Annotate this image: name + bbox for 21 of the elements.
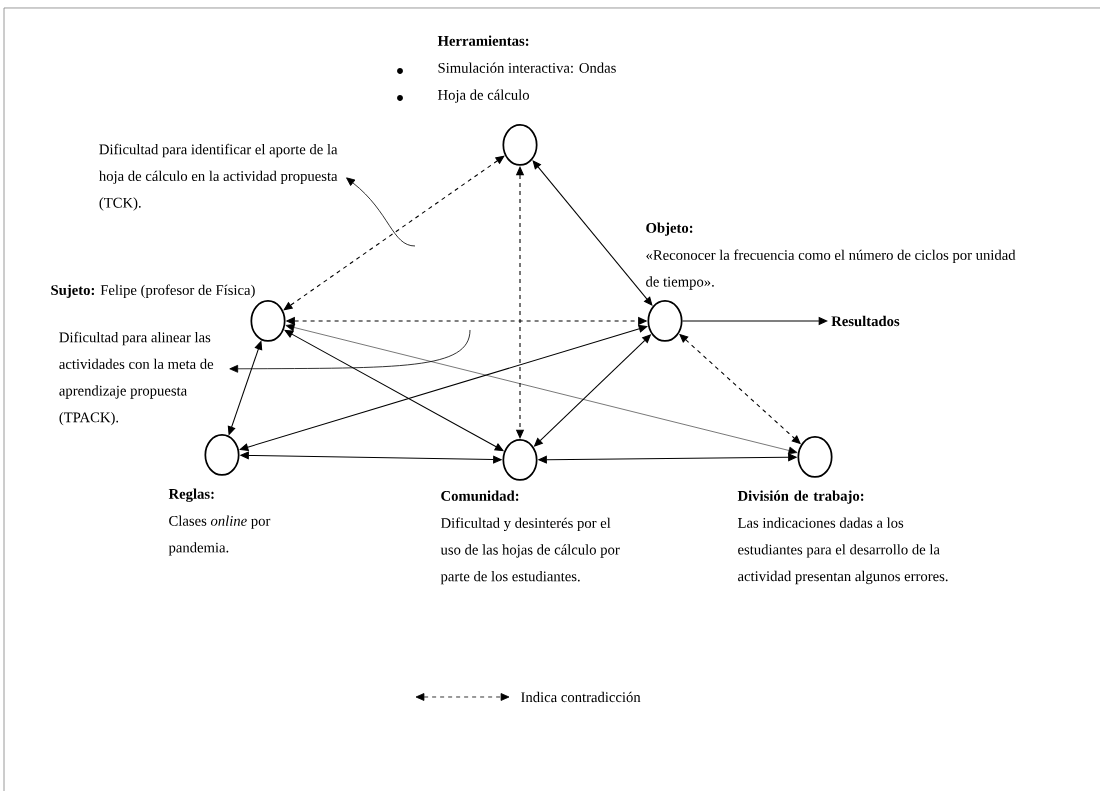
- bullet-item: Hoja de cálculo: [437, 89, 530, 103]
- arrow: [283, 155, 505, 311]
- node-heading: Reglas:: [168, 488, 214, 502]
- result-label: Resultados: [831, 315, 900, 327]
- node-description: Las indicaciones dadas a los estudiantes para el desarrollo de la actividad presentan algunos errores.: [737, 517, 948, 585]
- node-heading: Herramientas:: [437, 35, 529, 46]
- legend-text: Indica contradicción: [521, 691, 641, 703]
- node-description: Clases online por pandemia.: [168, 515, 271, 556]
- annotation-text: Dificultad para alinear las actividades con la meta de aprendizaje propuesta (TPACK).: [59, 331, 214, 426]
- arrow: [285, 323, 798, 455]
- leader-line: [346, 177, 416, 247]
- node-description: Dificultad y desinterés por el uso de las hojas de cálculo por parte de los estudiantes.: [440, 517, 620, 585]
- node-label: Sujeto: Felipe (profesor de Física): [51, 284, 255, 298]
- bullet-item: Simulación interactiva: Ondas: [438, 62, 616, 73]
- node-heading: División de trabajo:: [737, 490, 864, 504]
- arrow: [239, 324, 648, 452]
- leader-line: [229, 329, 471, 373]
- node-heading: Comunidad:: [441, 490, 519, 501]
- node-heading: Objeto:: [646, 222, 693, 236]
- annotation-text: Dificultad para identificar el aporte de la hoja de cálculo en la actividad propuesta (TCK).: [99, 143, 338, 211]
- node-description: «Reconocer la frecuencia como el número de ciclos por unidad de tiempo».: [646, 249, 1016, 290]
